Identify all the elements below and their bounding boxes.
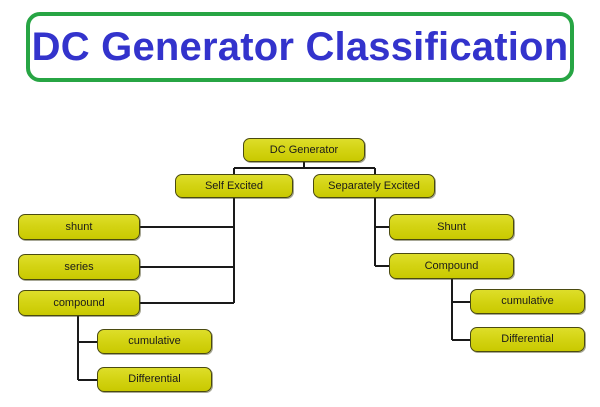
node-right-cumulative[interactable]: cumulative bbox=[470, 289, 585, 314]
node-label: Differential bbox=[128, 373, 181, 385]
node-label: cumulative bbox=[501, 295, 554, 307]
node-label: cumulative bbox=[128, 335, 181, 347]
node-left-shunt[interactable]: shunt bbox=[18, 214, 140, 240]
node-right-shunt[interactable]: Shunt bbox=[389, 214, 514, 240]
node-left-compound[interactable]: compound bbox=[18, 290, 140, 316]
node-label: Self Excited bbox=[204, 179, 264, 192]
node-label: compound bbox=[53, 296, 105, 309]
node-label: Compound bbox=[424, 259, 479, 272]
node-right-compound[interactable]: Compound bbox=[389, 253, 514, 279]
node-left-cumulative[interactable]: cumulative bbox=[97, 329, 212, 354]
node-label: Shunt bbox=[437, 220, 466, 233]
title-banner: DC Generator Classification bbox=[26, 12, 574, 82]
node-right-differential[interactable]: Differential bbox=[470, 327, 585, 352]
node-label: Separately Excited bbox=[328, 179, 420, 192]
node-dc-generator[interactable]: DC Generator bbox=[243, 138, 365, 162]
node-left-differential[interactable]: Differential bbox=[97, 367, 212, 392]
node-separately-excited[interactable]: Separately Excited bbox=[313, 174, 435, 198]
page-title: DC Generator Classification bbox=[31, 25, 569, 69]
node-label: series bbox=[64, 260, 94, 273]
node-left-series[interactable]: series bbox=[18, 254, 140, 280]
node-label: Differential bbox=[501, 333, 554, 345]
node-label: shunt bbox=[65, 220, 93, 233]
node-self-excited[interactable]: Self Excited bbox=[175, 174, 293, 198]
node-label: DC Generator bbox=[269, 143, 339, 156]
